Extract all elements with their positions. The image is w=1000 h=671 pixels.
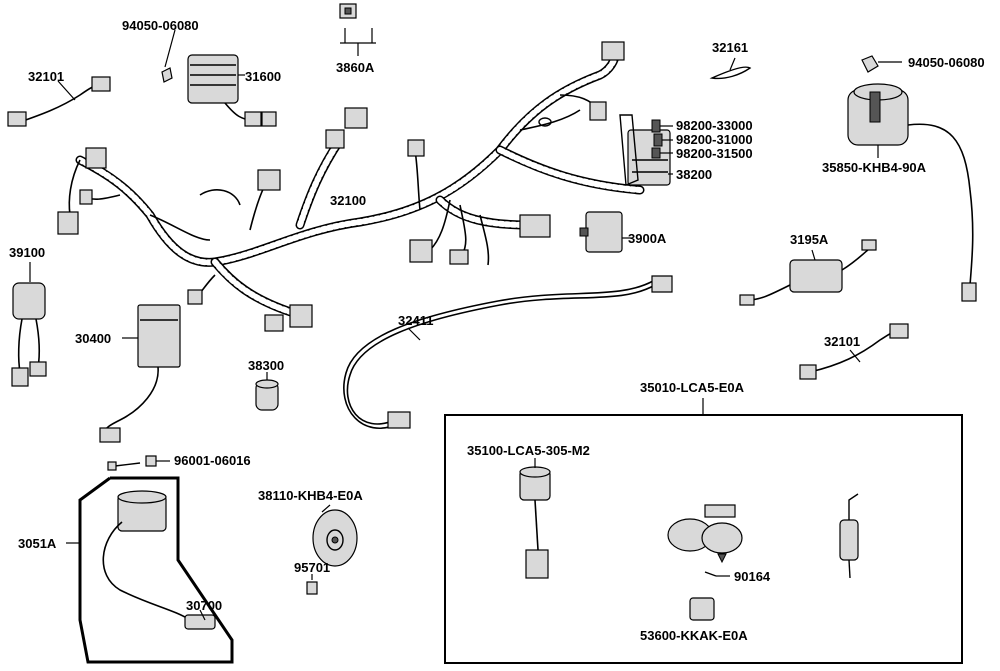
label-32411: 32411 [398,313,433,328]
fuse-box-38200 [619,114,673,187]
connector [601,41,625,61]
horn-38110 [306,504,358,595]
connector [264,314,284,332]
label-35850-KHB4-90A: 35850-KHB4-90A [822,160,927,175]
cdi-30400 [99,304,181,443]
label-32101-right: 32101 [824,334,860,349]
label-96001-06016: 96001-06016 [174,453,251,468]
sensor-39100 [11,262,47,387]
label-94050-06080-top: 94050-06080 [122,18,199,33]
label-38300: 38300 [248,358,284,373]
connector [449,249,469,265]
label-98200-33000: 98200-33000 [676,118,753,133]
label-30700: 30700 [186,598,222,613]
connector [589,101,607,121]
connector [187,289,203,305]
label-98200-31000: 98200-31000 [676,132,753,147]
connector [325,129,345,149]
label-39100: 39100 [9,245,45,260]
label-3860A: 3860A [336,60,375,75]
label-38200: 38200 [676,167,712,182]
label-35010-LCA5-E0A: 35010-LCA5-E0A [640,380,745,395]
key-set-35010 [444,398,963,664]
regulator-31600 [161,29,277,127]
label-90164: 90164 [734,569,771,584]
connector [409,239,433,263]
connector [344,107,368,129]
label-94050-06080-right: 94050-06080 [908,55,985,70]
label-3900A: 3900A [628,231,667,246]
label-32101-left: 32101 [28,69,64,84]
connector [519,214,551,238]
wiring-harness-32100 [57,41,645,332]
label-95701: 95701 [294,560,330,575]
connector [257,169,281,191]
part-38300 [255,372,279,411]
relay-3860A [339,3,376,56]
label-32100: 32100 [330,193,366,208]
label-31600: 31600 [245,69,281,84]
connector [85,147,107,169]
ignition-coil-3051A [66,476,234,664]
clamp-32161 [709,57,752,80]
ignition-switch-35850 [847,55,977,302]
label-98200-31500: 98200-31500 [676,146,753,161]
unit-3195A [739,239,877,306]
label-53600-KKAK-E0A: 53600-KKAK-E0A [640,628,748,643]
label-30400: 30400 [75,331,111,346]
label-35100-LCA5-305-M2: 35100-LCA5-305-M2 [467,443,590,458]
connector [57,211,79,235]
connector [407,139,425,157]
connector [79,189,93,205]
label-3195A: 3195A [790,232,829,247]
part-labels: 94050-06080 31600 32101 3860A 32161 9405… [9,18,985,643]
cable-32411 [343,275,673,430]
label-38110-KHB4-E0A: 38110-KHB4-E0A [258,488,363,503]
unit-3900A [579,211,632,253]
bolt-96001 [107,455,170,471]
sensor-lead-32101-left [7,76,111,127]
connector [289,304,313,328]
label-3051A: 3051A [18,536,57,551]
sensor-lead-32101-right [799,323,909,380]
label-32161: 32161 [712,40,748,55]
